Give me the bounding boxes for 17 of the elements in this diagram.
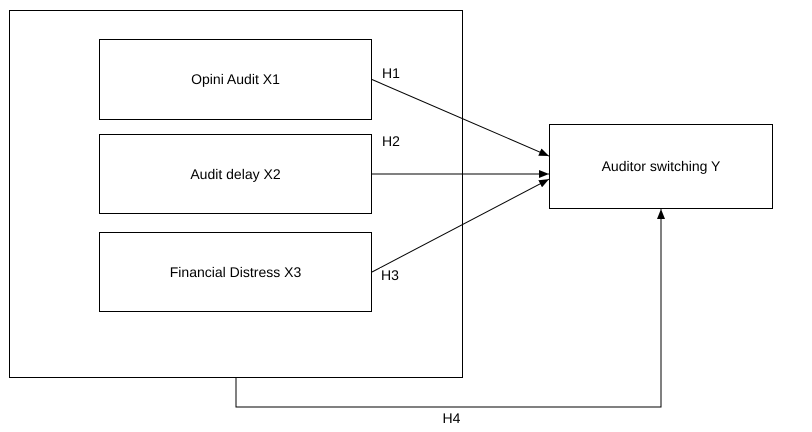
process-box bbox=[99, 134, 372, 214]
arrow bbox=[372, 79, 550, 157]
box-label: Financial Distress X3 bbox=[170, 262, 302, 282]
edge-label: H1 bbox=[381, 66, 401, 80]
process-box bbox=[549, 124, 773, 209]
arrow bbox=[372, 178, 550, 272]
edge-label: H4 bbox=[442, 411, 462, 425]
arrow bbox=[372, 170, 550, 178]
arrow bbox=[236, 208, 665, 408]
edge-label: H3 bbox=[380, 268, 400, 282]
box-label: Auditor switching Y bbox=[602, 157, 720, 176]
edge-label: H2 bbox=[381, 134, 401, 148]
box-label: Audit delay X2 bbox=[190, 164, 281, 184]
process-box bbox=[99, 39, 372, 120]
box-label: Opini Audit X1 bbox=[191, 70, 280, 89]
process-box bbox=[99, 232, 372, 312]
group-box bbox=[9, 10, 463, 378]
